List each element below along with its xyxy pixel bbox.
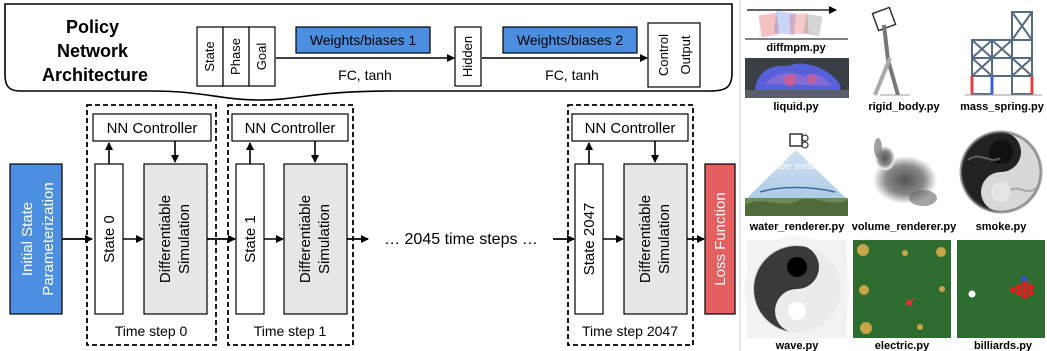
- thumb-electric: [853, 240, 951, 338]
- fc1-label: FC, tanh: [338, 67, 392, 83]
- pipeline: Initial State Parameterization NN Contro…: [9, 104, 736, 346]
- svg-text:Differentiable: Differentiable: [297, 195, 314, 283]
- thumb-rigid-body: [871, 6, 910, 96]
- label-rigid-body: rigid_body.py: [868, 101, 940, 113]
- fc2-label: FC, tanh: [545, 67, 599, 83]
- nn-controller-label: NN Controller: [585, 120, 676, 137]
- architecture-title: Policy Network Architecture: [42, 17, 148, 85]
- svg-text:Simulation: Simulation: [176, 204, 193, 274]
- weights2-label: Weights/biases 2: [517, 32, 624, 48]
- input-goal-box: Goal: [248, 26, 276, 87]
- state-label: State 1: [242, 215, 259, 263]
- simulation-box: [623, 163, 688, 315]
- simulation-box: [283, 163, 348, 315]
- loss-function-box: Loss Function: [704, 163, 736, 315]
- time-step-caption: Time step 2047: [582, 323, 678, 339]
- thumb-volume-renderer: [873, 138, 937, 206]
- label-billiards: billiards.py: [974, 340, 1033, 351]
- nn-controller-box: [231, 113, 349, 142]
- water-surface-label: water surface: [769, 161, 824, 171]
- svg-text:Differentiable: Differentiable: [637, 195, 654, 283]
- time-step-1: NN Controller State 1 Differentiable Sim…: [227, 104, 354, 346]
- svg-text:Simulation: Simulation: [656, 204, 673, 274]
- hidden-box: Hidden: [454, 26, 482, 87]
- input-phase-box: Phase: [222, 26, 250, 87]
- nn-controller-label: NN Controller: [245, 120, 336, 137]
- time-step-caption: Time step 0: [115, 323, 188, 339]
- label-mass-spring: mass_spring.py: [960, 101, 1045, 113]
- architecture-panel: Policy Network Architecture State Phase …: [4, 3, 733, 101]
- state-label: State 0: [101, 215, 118, 263]
- label-diffmpm: diffmpm.py: [766, 42, 826, 54]
- thumb-diffmpm: [745, 6, 848, 40]
- gallery: diffmpm.py liquid.py rigid_body.py: [744, 6, 1045, 351]
- label-electric: electric.py: [875, 340, 930, 351]
- thumb-mass-spring: [965, 11, 1042, 96]
- label-volume-renderer: volume_renderer.py: [852, 221, 957, 233]
- label-wave: wave.py: [775, 340, 820, 351]
- svg-text:Hidden: Hidden: [460, 36, 475, 77]
- weights1-label: Weights/biases 1: [310, 32, 417, 48]
- svg-text:Goal: Goal: [254, 43, 269, 71]
- label-liquid: liquid.py: [773, 101, 819, 113]
- svg-text:Differentiable: Differentiable: [157, 195, 174, 283]
- svg-text:Phase: Phase: [228, 38, 243, 75]
- nn-controller-box: [92, 113, 212, 142]
- nn-controller-box: [571, 113, 689, 142]
- label-water-renderer: water_renderer.py: [749, 221, 846, 233]
- svg-text:Initial State: Initial State: [19, 202, 36, 276]
- weights1-box: [295, 26, 431, 54]
- input-state-box: State: [196, 26, 224, 87]
- time-step-caption: Time step 1: [254, 323, 327, 339]
- thumb-liquid: [745, 58, 849, 98]
- state-label: State 2047: [581, 203, 598, 276]
- nn-controller-label: NN Controller: [107, 120, 198, 137]
- svg-text:State: State: [202, 41, 217, 71]
- svg-text:Output: Output: [678, 35, 693, 74]
- thumb-water-renderer: water surface: [745, 133, 848, 216]
- svg-text:Simulation: Simulation: [316, 204, 333, 274]
- thumb-smoke: [959, 128, 1043, 216]
- weights2-box: [502, 26, 638, 54]
- label-smoke: smoke.py: [976, 221, 1028, 233]
- svg-text:Parameterization: Parameterization: [40, 182, 57, 295]
- time-step-2047: NN Controller State 2047 Differentiable …: [567, 104, 694, 346]
- svg-text:Loss Function: Loss Function: [712, 192, 729, 285]
- svg-text:Control: Control: [656, 34, 671, 76]
- time-step-0: NN Controller State 0 Differentiable Sim…: [86, 104, 217, 346]
- thumb-billiards: [957, 240, 1045, 338]
- control-output-box: Control Output: [647, 22, 701, 88]
- ellipsis-label: … 2045 time steps …: [384, 231, 538, 248]
- thumb-wave: [744, 236, 850, 342]
- initial-state-box: Initial State Parameterization: [9, 163, 63, 315]
